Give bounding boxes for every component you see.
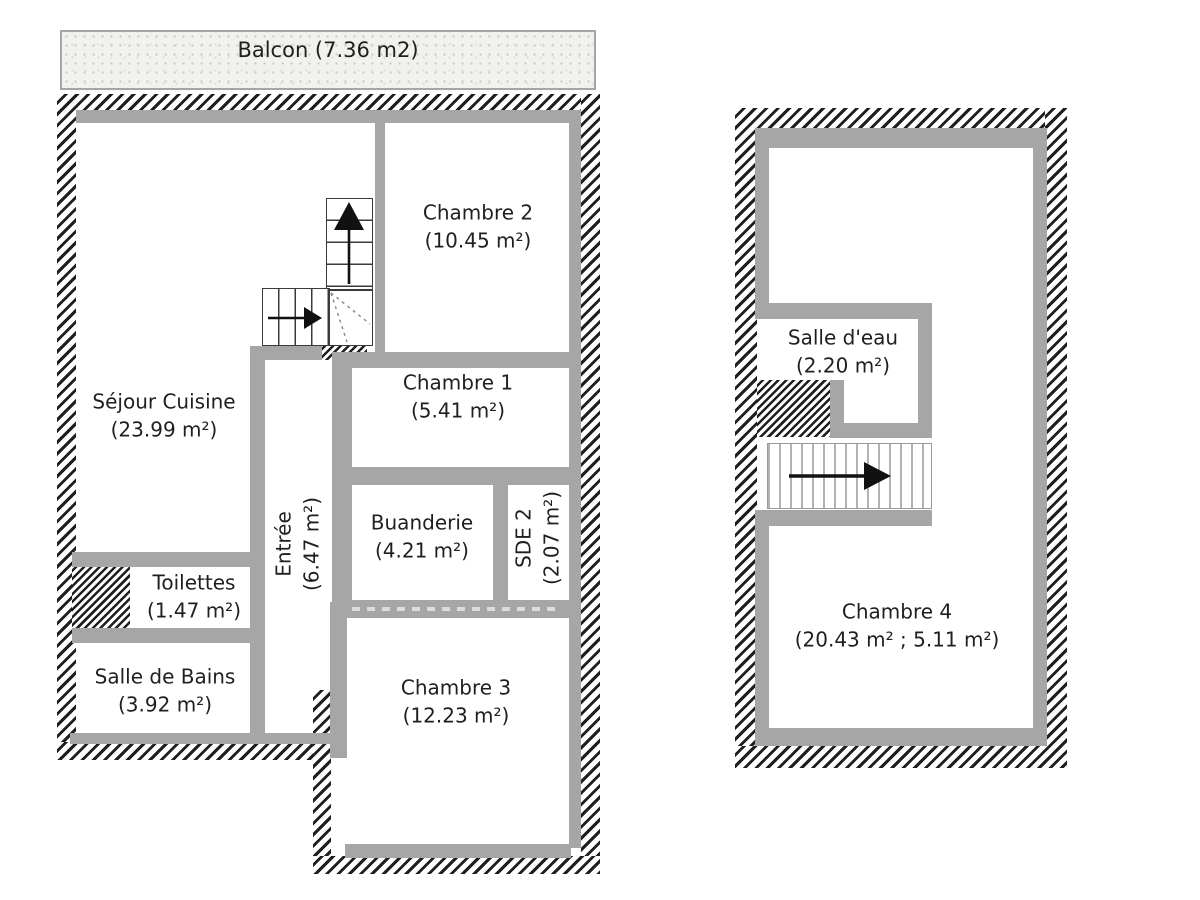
room-label-entree: Entrée (6.47 m²) [270,497,325,591]
wall-right-liner-f2 [1033,128,1047,746]
wall-sejour-chambre2 [375,110,385,362]
wall-buanderie-sde2 [493,485,508,605]
room-area: (10.45 m²) [424,228,532,252]
room-name: Chambre 2 [422,200,534,225]
wall-salle-deau-top [755,303,932,319]
room-area: (2.20 m²) [796,353,890,377]
room-name: Salle de Bains [94,664,236,689]
opening-dash-chambre3 [352,607,557,611]
wall-entree-left [250,358,265,740]
balcony-label: Balcon (7.36 m2) [237,38,419,62]
room-label-salle-deau: Salle d'eau (2.20 m²) [788,324,898,379]
room-area: (23.99 m²) [110,417,218,441]
room-label-chambre2: Chambre 2 (10.45 m²) [423,199,533,254]
wall-entree-top [250,346,322,360]
wall-left-liner-lower-f2 [755,512,769,744]
wall-bottom-liner [70,733,332,744]
stairs-right-arrow-icon-f2 [789,462,891,490]
stairs-turn-dashed-lines [330,292,371,343]
room-area: (12.23 m²) [402,703,510,727]
wall-block-salle-deau [757,380,830,437]
room-name: Salle d'eau [787,325,899,350]
room-name: Entrée [271,511,296,577]
wall-top-liner-f2 [755,128,1047,148]
stairs-up-arrow-icon [334,202,364,284]
ext-wall-hatch-chambre3-left [313,690,331,874]
ext-wall-hatch-top [57,94,599,112]
wall-chambre2-chambre1 [332,352,581,368]
room-label-toilettes: Toilettes (1.47 m²) [147,569,241,624]
wall-chambre3-bottom-liner [345,844,571,858]
wall-salle-deau-right [918,303,932,438]
balcony: Balcon (7.36 m2) [60,30,596,90]
stairs-right-arrow-icon [268,307,322,329]
wall-salle-deau-corner [830,380,844,425]
room-area: (6.47 m²) [299,497,323,591]
room-area: (20.43 m² ; 5.11 m²) [794,627,1000,651]
wall-left-liner-upper-f2 [755,128,769,308]
room-label-chambre4: Chambre 4 (20.43 m² ; 5.11 m²) [795,598,1000,653]
room-label-buanderie: Buanderie (4.21 m²) [371,509,473,564]
wall-top-liner [76,110,581,123]
room-label-chambre1: Chambre 1 (5.41 m²) [403,369,513,424]
room-label-sde2: SDE 2 (2.07 m²) [510,491,565,585]
ext-wall-hatch-right [581,94,600,874]
room-area: (4.21 m²) [374,538,469,562]
room-label-sejour-cuisine: Séjour Cuisine (23.99 m²) [92,388,235,443]
room-name: Buanderie [370,510,474,535]
room-name: Toilettes [152,570,236,595]
ext-wall-hatch-bottom-left [57,742,325,760]
room-label-chambre3: Chambre 3 (12.23 m²) [401,674,511,729]
ext-wall-hatch-right-f2 [1045,108,1067,768]
wall-salle-deau-ext-bottom [830,423,932,438]
room-area: (3.92 m²) [118,692,212,716]
wall-chambre3-left [330,602,347,758]
ext-wall-hatch-chambre3-bottom [313,856,600,874]
room-area: (5.41 m²) [411,398,505,422]
room-name: Chambre 3 [400,675,512,700]
room-name: Séjour Cuisine [92,389,236,414]
wall-toilettes-bottom [72,628,265,643]
ext-wall-hatch-bottom-f2 [735,746,1067,768]
wall-block-toilettes-left [72,565,130,640]
room-area: (2.07 m²) [539,491,563,585]
ext-wall-hatch-left-f2 [735,108,757,768]
room-name: Chambre 1 [402,370,514,395]
room-area: (1.47 m²) [147,598,241,622]
ext-wall-hatch-left [57,94,76,760]
room-label-salle-de-bains: Salle de Bains (3.92 m²) [95,663,236,718]
wall-bottom-liner-f2 [755,728,1047,746]
room-name: Chambre 4 [841,599,953,624]
room-name: SDE 2 [511,508,536,568]
wall-stairs-bottom-f2 [755,510,932,526]
wall-chambre1-buanderie [332,467,581,485]
wall-sejour-bottom [72,552,255,567]
stairs-winder [326,290,373,346]
ext-wall-hatch-top-f2 [735,108,1067,130]
